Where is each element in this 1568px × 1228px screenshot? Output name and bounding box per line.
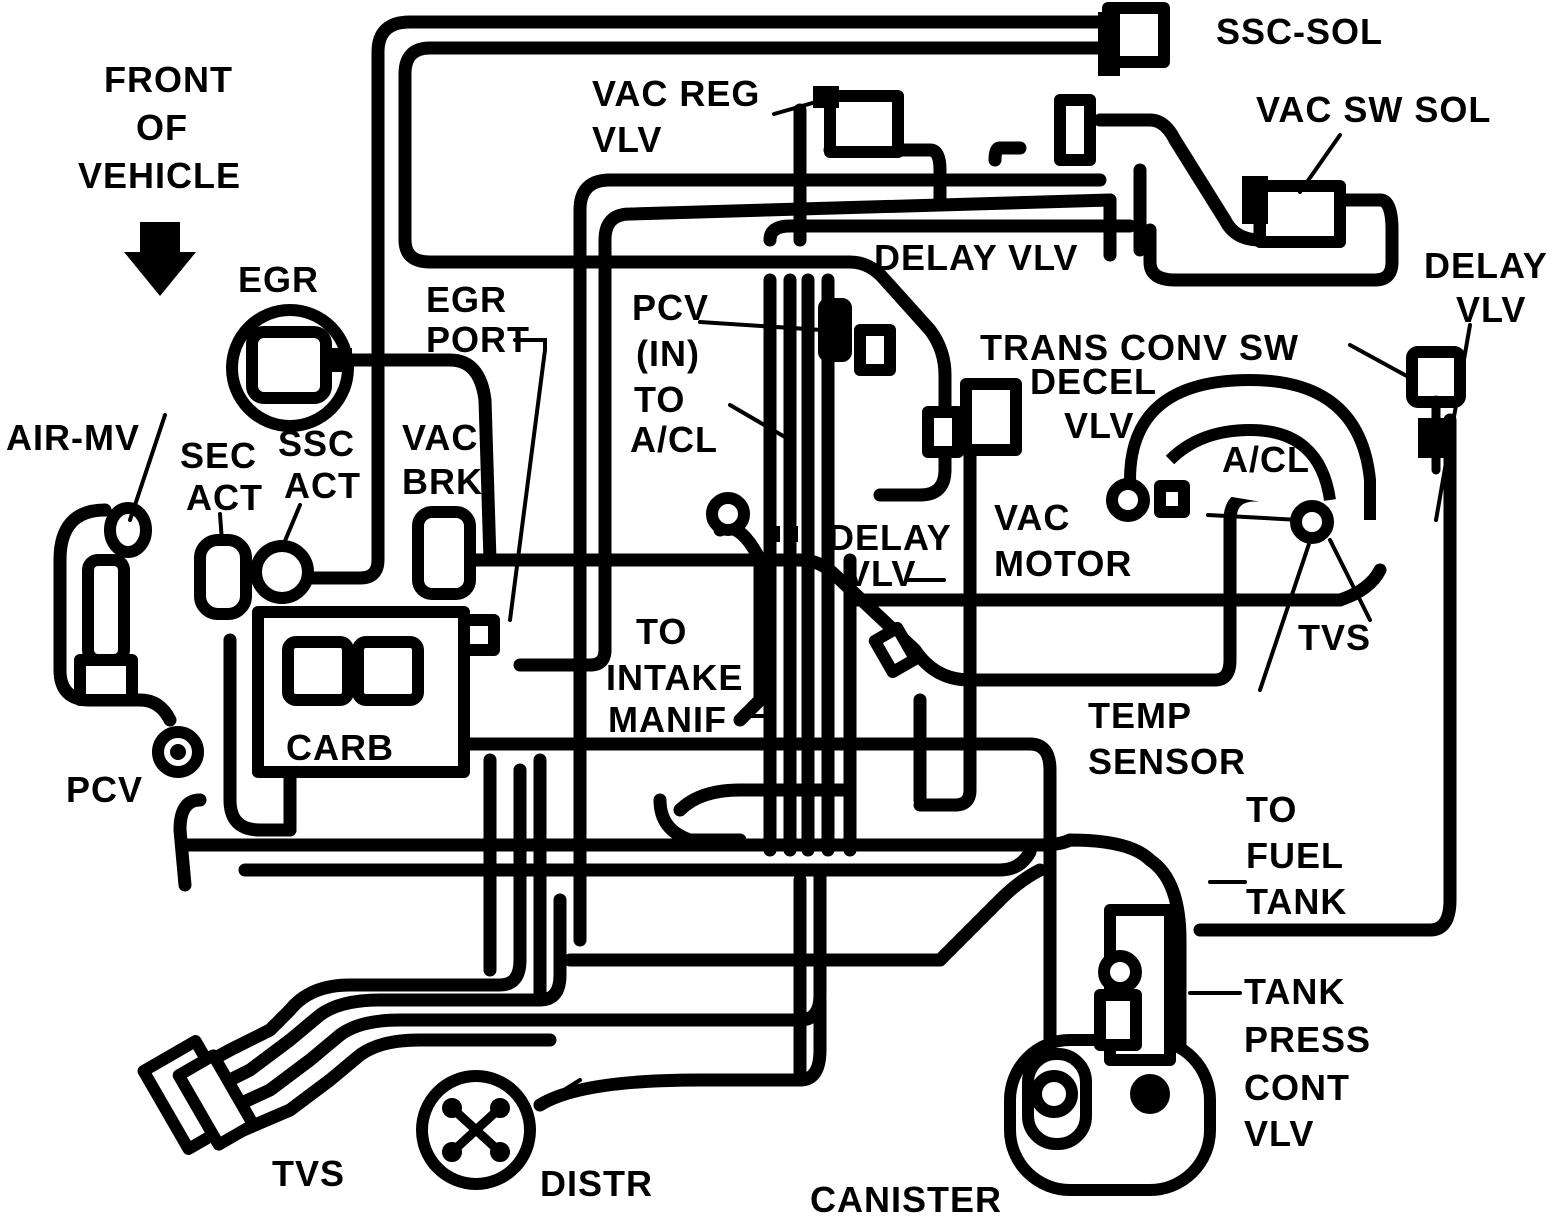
label-temp-sensor: TEMP [1088, 695, 1192, 736]
egr-component [226, 304, 354, 432]
label-decel-vlv: VLV [1064, 405, 1134, 446]
label-tank-press-cont-vlv: TANK [1244, 971, 1345, 1012]
label-front-of-vehicle: FRONT [104, 59, 233, 100]
temp-sensor-component [868, 621, 922, 679]
label-vac-brk: VAC [402, 417, 478, 458]
label-pcv-left: PCV [66, 769, 143, 810]
tvs-bottom-component [137, 1035, 260, 1155]
distr-component [416, 1070, 536, 1190]
ssc-act-component [250, 540, 314, 604]
label-vac-brk: BRK [402, 461, 483, 502]
label-delay-vlv-mid: VLV [846, 553, 916, 594]
air-mv-component [74, 502, 152, 706]
label-sec-act: ACT [186, 477, 263, 518]
tank-press-cont-vlv-component [1094, 904, 1176, 1066]
label-delay-vlv-top: DELAY VLV [874, 237, 1078, 278]
label-tank-press-cont-vlv: CONT [1244, 1067, 1350, 1108]
label-pcv-in: PCV [632, 287, 709, 328]
label-vac-sw-sol: VAC SW SOL [1256, 89, 1491, 130]
front-arrow-icon [124, 222, 196, 296]
label-to-fuel-tank: TO [1246, 789, 1297, 830]
label-tvs-bottom: TVS [272, 1153, 345, 1194]
label-trans-conv-sw: TRANS CONV SW [980, 327, 1299, 368]
sec-act-component [194, 534, 252, 620]
vac-reg-vlv-component [813, 86, 904, 158]
label-egr: EGR [238, 259, 319, 300]
diagram-labels: SSC-SOL VAC REG VLV VAC SW SOL FRONT OF … [6, 11, 1548, 1220]
vac-brk-component [412, 506, 476, 600]
label-to-acl: A/CL [630, 419, 718, 460]
label-delay-vlv-right: VLV [1456, 289, 1526, 330]
label-canister: CANISTER [810, 1179, 1002, 1220]
label-egr-port: EGR [426, 279, 507, 320]
label-to-acl: TO [634, 379, 685, 420]
vac-sw-sol-component [1242, 176, 1346, 248]
label-vac-reg-vlv: VAC REG [592, 73, 760, 114]
ssc-sol-component [1098, 2, 1170, 76]
label-egr-port: PORT [426, 319, 530, 360]
label-front-of-vehicle: OF [136, 107, 188, 148]
label-tank-press-cont-vlv: PRESS [1244, 1019, 1371, 1060]
delay-vlv-top-component [1054, 94, 1096, 166]
label-delay-vlv-right: DELAY [1424, 245, 1548, 286]
label-distr: DISTR [540, 1163, 653, 1204]
label-vac-motor: MOTOR [994, 543, 1132, 584]
label-sec-act: SEC [180, 435, 257, 476]
label-to-intake-manif: INTAKE [606, 657, 743, 698]
carb-component [252, 606, 500, 778]
label-front-of-vehicle: VEHICLE [78, 155, 241, 196]
leader-lines [128, 96, 1472, 1107]
label-vac-reg-vlv: VLV [592, 119, 662, 160]
label-ssc-act: ACT [284, 465, 361, 506]
label-to-fuel-tank: TANK [1246, 881, 1347, 922]
label-decel-vlv: DECEL [1030, 361, 1157, 402]
label-to-intake-manif: TO [636, 611, 687, 652]
label-tvs-right: TVS [1298, 617, 1371, 658]
hose-network [53, 15, 1457, 1147]
label-pcv-in: (IN) [636, 333, 700, 374]
label-tank-press-cont-vlv: VLV [1244, 1113, 1314, 1154]
canister-component [1004, 1034, 1216, 1196]
label-carb: CARB [286, 727, 394, 768]
label-to-fuel-tank: FUEL [1246, 835, 1344, 876]
label-temp-sensor: SENSOR [1088, 741, 1246, 782]
label-delay-vlv-mid: DELAY [828, 517, 952, 558]
label-ssc-act: SSC [278, 423, 355, 464]
delay-vlv-mid-component [706, 492, 798, 542]
label-vac-motor: VAC [994, 497, 1070, 538]
pcv-left-component [152, 726, 204, 778]
label-a-cl: A/CL [1222, 439, 1310, 480]
label-to-intake-manif: MANIF [608, 699, 727, 740]
label-air-mv: AIR-MV [6, 417, 140, 458]
label-ssc-sol: SSC-SOL [1216, 11, 1383, 52]
pcv-in-component [818, 298, 896, 376]
decel-vlv-component [922, 378, 1022, 458]
